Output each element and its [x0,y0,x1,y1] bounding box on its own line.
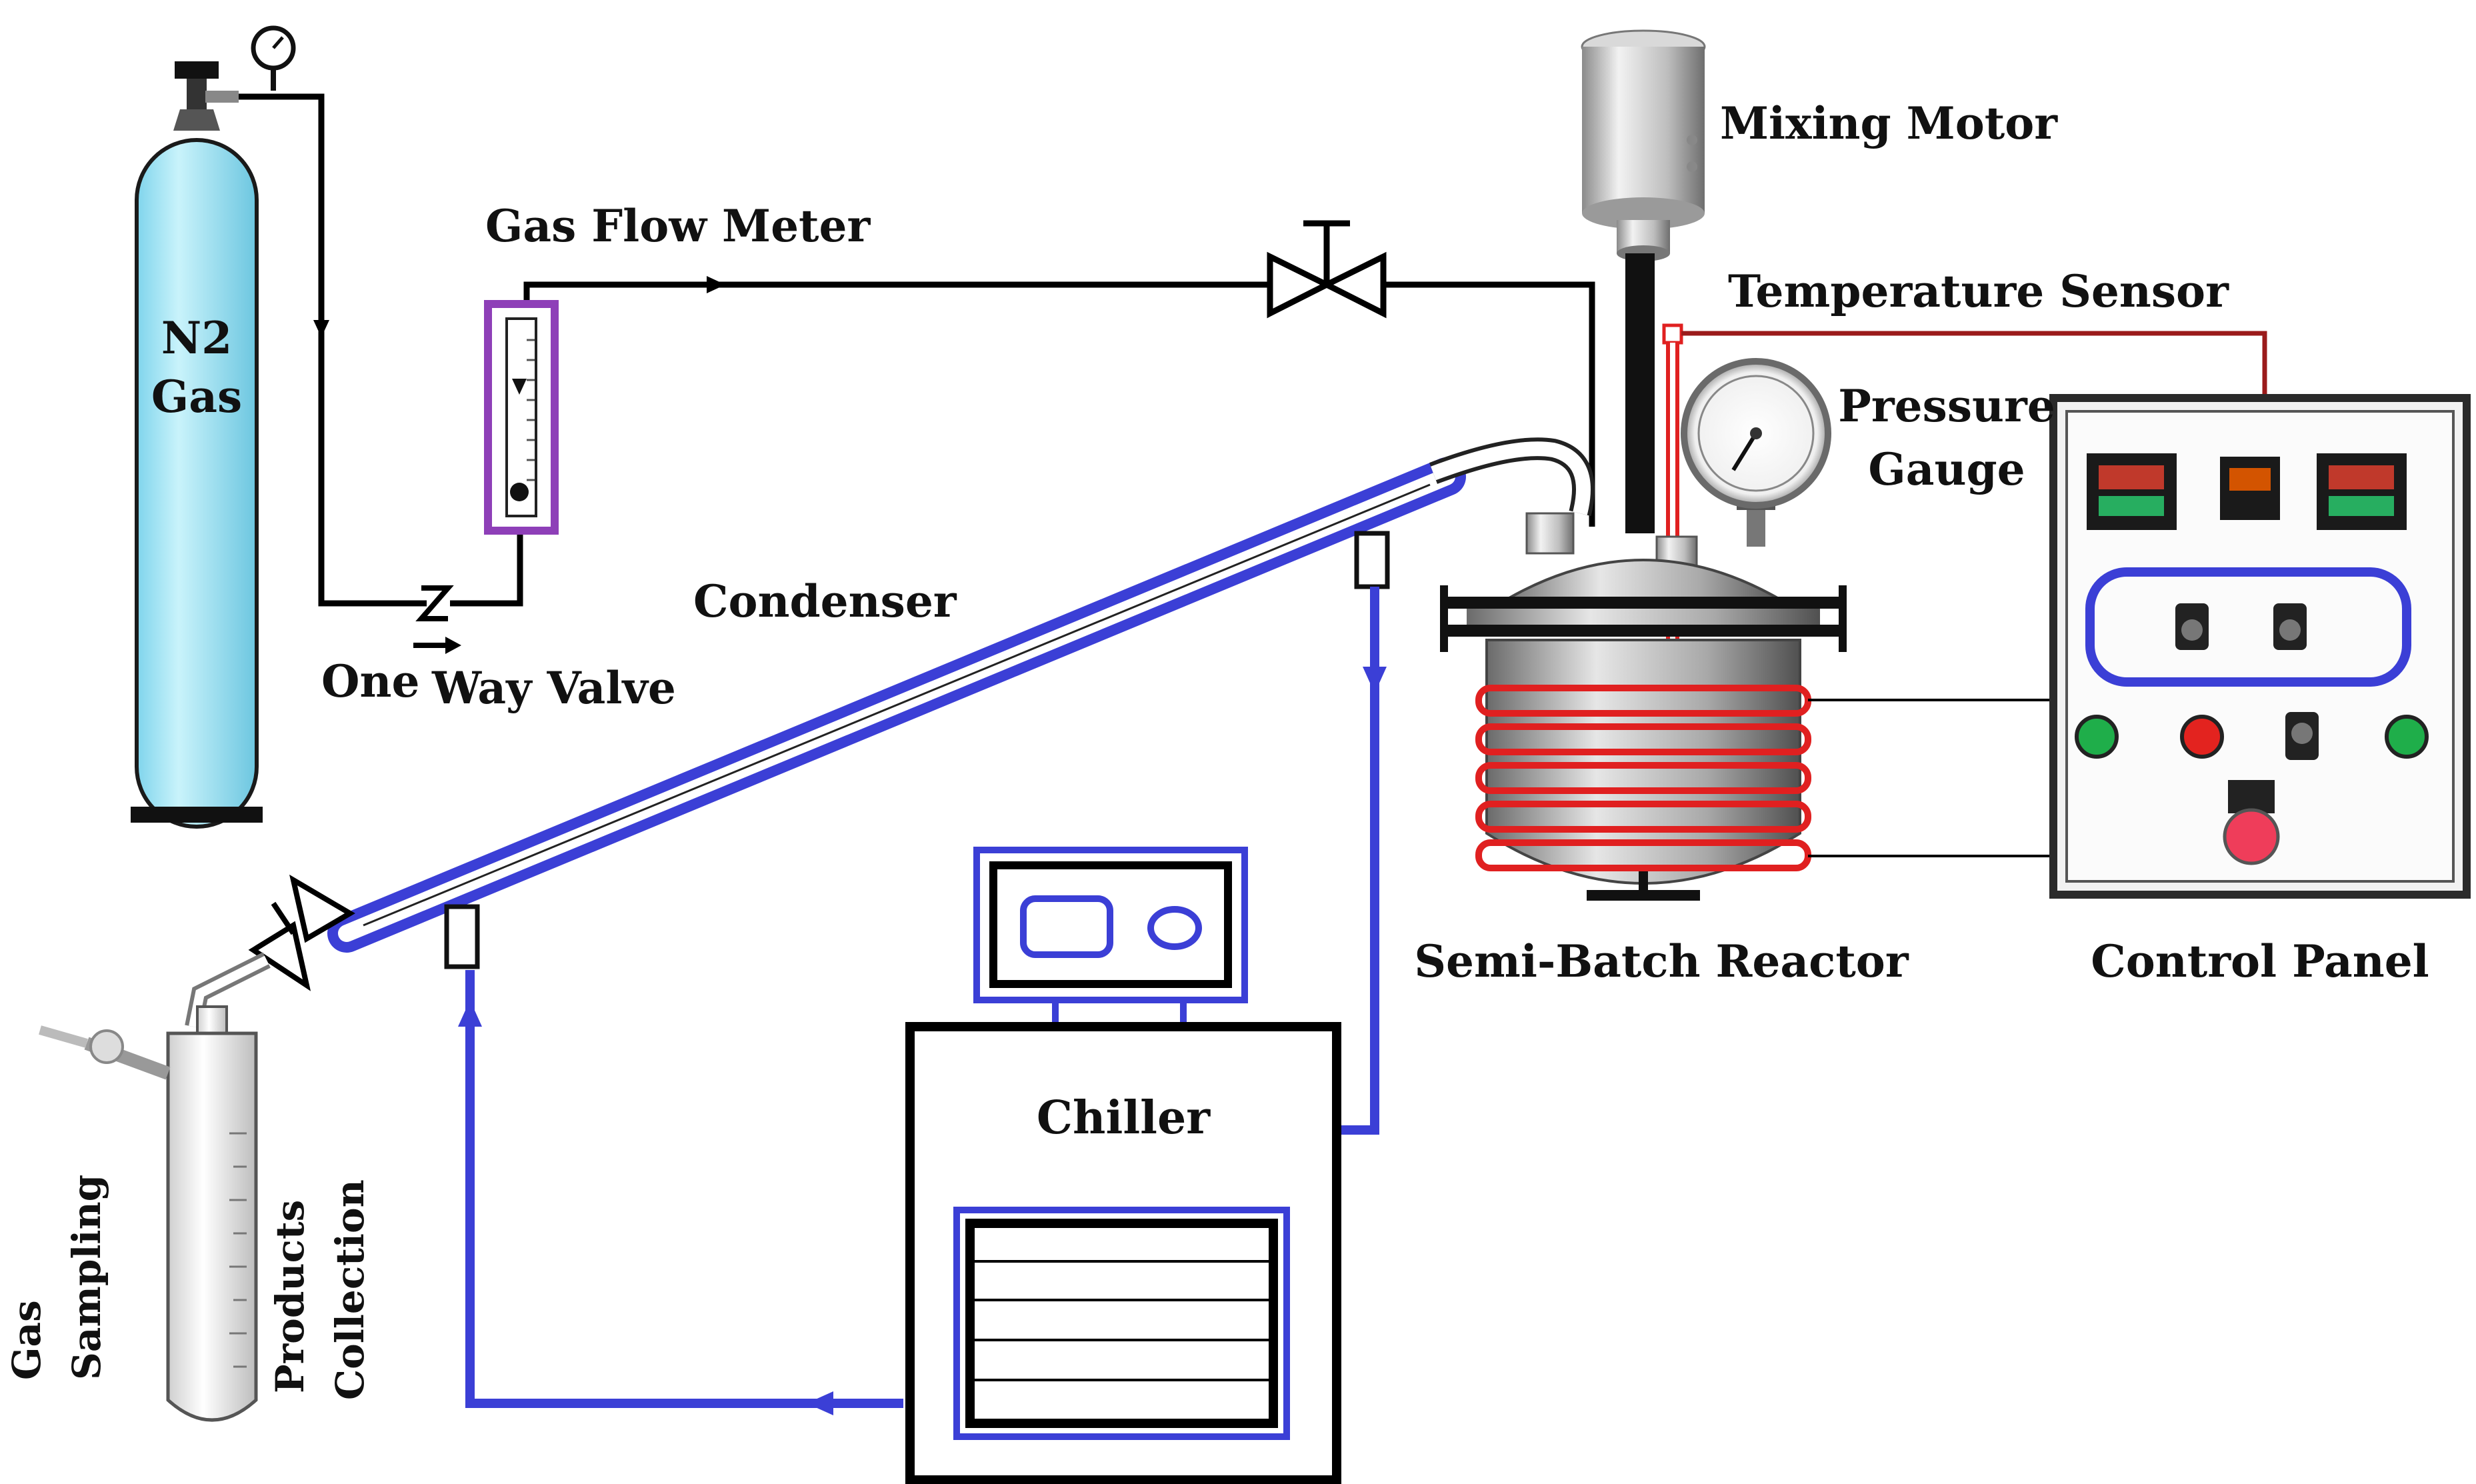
n2-gas-label-line1: N2 [161,312,232,364]
chiller-label: Chiller [1037,1091,1211,1145]
temperature-controller-display [2317,453,2407,530]
heater-wire [1808,699,2053,857]
condenser-label: Condenser [693,575,957,627]
motor-coupling-icon [1687,135,1697,172]
flow-arrow-icon [313,320,329,337]
mixing-motor [1581,29,1706,533]
coolant-line [465,587,1379,1408]
pressure-gauge-label-line2: Gauge [1868,443,2025,495]
products-collection-label-line1: Products [267,1200,313,1393]
condenser [327,437,1595,969]
control-panel-label: Control Panel [2091,935,2429,987]
selector-switch-icon [2175,603,2209,650]
one-way-valve-icon [413,585,454,648]
products-collection-vessel [39,1005,258,1422]
n2-gas-label-line2: Gas [151,371,242,423]
selector-switch-icon [2273,603,2307,650]
n2-gas-cylinder: N2 Gas [131,61,263,829]
mixing-motor-label: Mixing Motor [1720,97,2058,149]
gas-flow-meter-label: Gas Flow Meter [485,200,871,252]
emergency-stop-button-icon [2223,780,2280,865]
green-indicator-icon [2075,715,2119,759]
one-way-valve-label-a: One [321,655,419,707]
temperature-sensor-label: Temperature Sensor [1728,265,2229,317]
gas-line [239,93,1595,607]
red-indicator-icon [2180,715,2224,759]
gas-sampling-label-line1: Gas [4,1300,49,1380]
gas-sampling-label-line2: Sampling [64,1175,109,1380]
green-indicator-icon [2385,715,2429,759]
temperature-controller-display [2087,453,2177,530]
outlet-valve-icon [248,874,355,991]
direction-arrow-icon [445,637,461,654]
coolant-arrow-icon [1363,667,1387,693]
chiller: Chiller [905,847,1341,1484]
pressure-gauge-icon [1681,358,1831,547]
gas-flow-meter [484,300,559,535]
semi-batch-reactor [1440,512,1847,901]
pressure-gauge-label-line1: Pressure [1838,380,2055,432]
coolant-arrow-icon [458,1000,482,1027]
coolant-arrow-icon [807,1391,833,1415]
needle-valve-icon [1267,220,1387,319]
switch-group-highlight [2085,567,2411,687]
semi-batch-reactor-label: Semi-Batch Reactor [1414,935,1909,987]
selector-switch-icon [2285,712,2319,760]
products-collection-label-line2: Collection [327,1179,373,1400]
one-way-valve-label-b: Way Valve [431,662,676,714]
flow-arrow-icon [707,276,725,293]
regulator-gauge-icon [251,25,296,91]
timer-display [2220,457,2280,520]
